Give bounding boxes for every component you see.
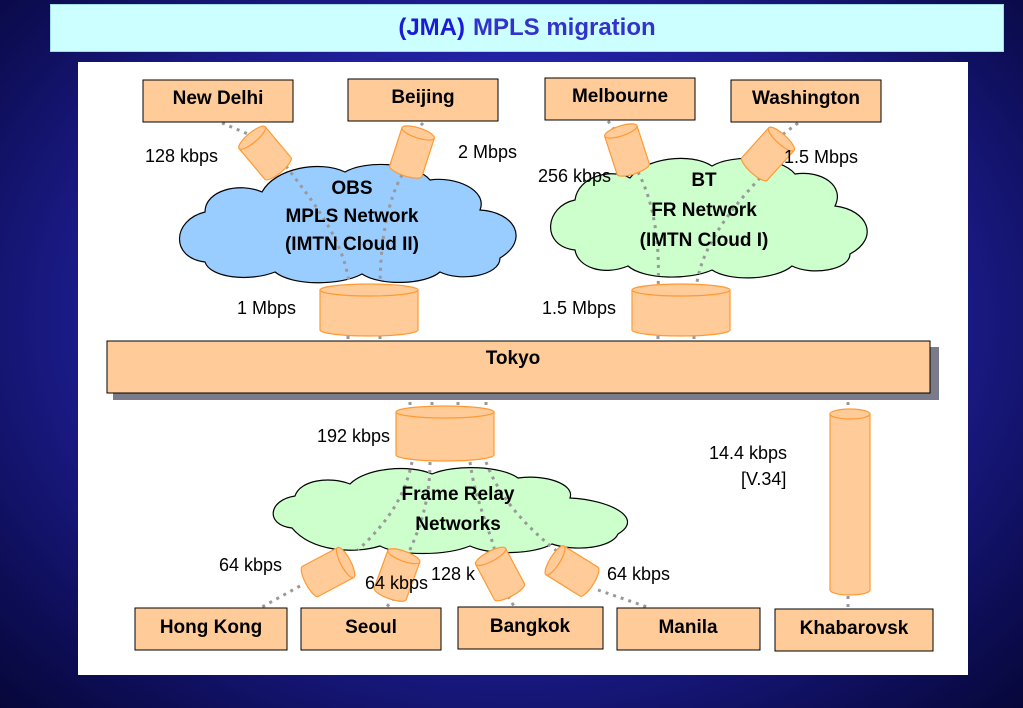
site-box-khabarovsk	[774, 608, 934, 652]
site-khabarovsk: Khabarovsk	[800, 618, 909, 639]
tokyo-bar	[106, 340, 931, 394]
speed-new-delhi: 128 kbps	[145, 146, 218, 166]
frame-relay-cloud	[272, 467, 629, 555]
frame-relay-cloud-line2: Networks	[415, 514, 501, 535]
pipe-tokyo-frame-relay	[395, 405, 495, 462]
pipe-tokyo-khabarovsk	[829, 408, 871, 596]
pipe-bangkok	[474, 546, 526, 602]
speed-khabarovsk-modem: [V.34]	[741, 469, 786, 489]
bt-cloud-line3: (IMTN Cloud I)	[640, 230, 769, 251]
speed-tokyo-obs: 1 Mbps	[237, 298, 296, 318]
site-box-manila	[616, 607, 761, 651]
pipe-hong-kong	[300, 546, 356, 598]
speed-hong-kong: 64 kbps	[219, 555, 282, 575]
pipe-new-delhi	[238, 125, 292, 181]
site-box-seoul	[300, 607, 442, 651]
site-hong-kong: Hong Kong	[160, 617, 262, 638]
site-bangkok: Bangkok	[490, 616, 571, 637]
speed-tokyo-bt: 1.5 Mbps	[542, 298, 616, 318]
speed-bangkok: 128 k	[431, 564, 476, 584]
obs-cloud-line3: (IMTN Cloud II)	[285, 234, 419, 255]
pipe-tokyo-obs	[319, 283, 419, 337]
site-new-delhi: New Delhi	[173, 88, 264, 109]
pipe-melbourne	[603, 123, 650, 177]
title-main: MPLS migration	[472, 14, 656, 41]
obs-cloud-line1: OBS	[331, 178, 372, 199]
pipe-manila	[544, 545, 600, 597]
speed-melbourne: 256 kbps	[538, 166, 611, 186]
obs-cloud-line2: MPLS Network	[285, 206, 418, 227]
site-melbourne: Melbourne	[572, 86, 668, 107]
tokyo-label: Tokyo	[486, 348, 541, 369]
title-prefix: (JMA)	[398, 14, 465, 41]
bt-cloud-line1: BT	[691, 170, 717, 191]
pipe-seoul	[373, 548, 421, 602]
frame-relay-cloud-line1: Frame Relay	[401, 484, 514, 505]
site-box-washington	[730, 79, 882, 123]
pipe-tokyo-bt	[631, 283, 731, 337]
speed-beijing: 2 Mbps	[458, 142, 517, 162]
site-box-melbourne	[544, 77, 696, 121]
speed-manila: 64 kbps	[607, 564, 670, 584]
obs-cloud	[179, 163, 517, 284]
bt-cloud-line2: FR Network	[651, 200, 757, 221]
speed-seoul: 64 kbps	[365, 573, 428, 593]
site-manila: Manila	[658, 617, 718, 638]
site-beijing: Beijing	[391, 87, 454, 108]
speed-tokyo-frame-relay: 192 kbps	[317, 426, 390, 446]
site-box-hong-kong	[134, 607, 288, 651]
bt-cloud	[550, 157, 868, 279]
pipe-beijing	[389, 125, 436, 179]
site-box-new-delhi	[142, 79, 294, 123]
pipe-washington	[740, 126, 796, 182]
site-washington: Washington	[752, 88, 860, 109]
site-seoul: Seoul	[345, 617, 397, 638]
site-box-bangkok	[457, 606, 604, 650]
site-box-beijing	[347, 78, 499, 122]
speed-washington: 1.5 Mbps	[784, 147, 858, 167]
title-bar: (JMA) MPLS migration	[50, 4, 1004, 52]
speed-khabarovsk-rate: 14.4 kbps	[709, 443, 787, 463]
